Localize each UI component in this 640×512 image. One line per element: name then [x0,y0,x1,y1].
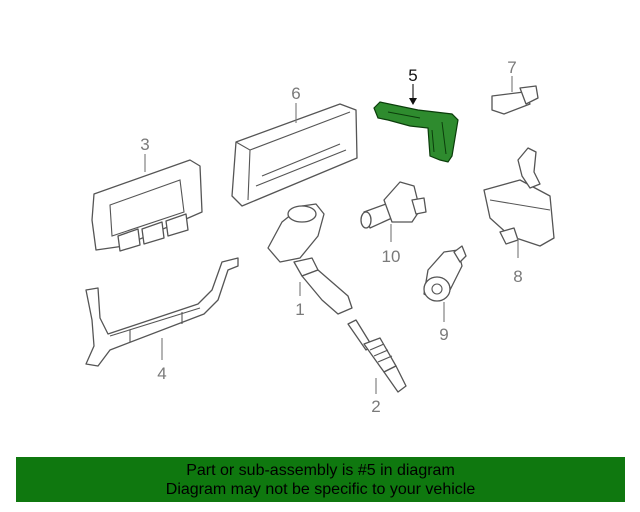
part-1-ignition-coil[interactable]: 1 [267,203,353,319]
banner-line-1: Part or sub-assembly is #5 in diagram [186,461,455,479]
banner-line-2: Diagram may not be specific to your vehi… [165,480,476,498]
part-3-engine-control-module[interactable]: 3 [91,135,203,252]
callout-3: 3 [140,135,149,154]
callout-2: 2 [371,397,380,416]
callout-9: 9 [439,325,448,344]
part-2-spark-plug[interactable]: 2 [347,319,407,416]
callout-7: 7 [507,58,516,77]
callout-8: 8 [513,267,522,286]
part-9-knock-sensor[interactable]: 9 [423,245,467,344]
callout-10: 10 [382,247,401,266]
parts-diagram: 6 3 4 1 2 [85,58,555,416]
callout-5: 5 [408,66,417,85]
part-6-cover[interactable]: 6 [231,84,358,207]
callout-4: 4 [157,364,166,383]
info-banner: Part or sub-assembly is #5 in diagram Di… [16,457,625,502]
part-8-module[interactable]: 8 [483,147,555,286]
part-5-bracket-highlighted[interactable]: 5 [373,66,459,163]
part-4-bracket[interactable]: 4 [85,257,239,383]
callout-1: 1 [295,300,304,319]
arrow-head-icon [409,98,417,105]
part-7-camshaft-sensor[interactable]: 7 [491,58,539,115]
callout-6: 6 [291,84,300,103]
part-10-crankshaft-sensor[interactable]: 10 [360,181,427,266]
